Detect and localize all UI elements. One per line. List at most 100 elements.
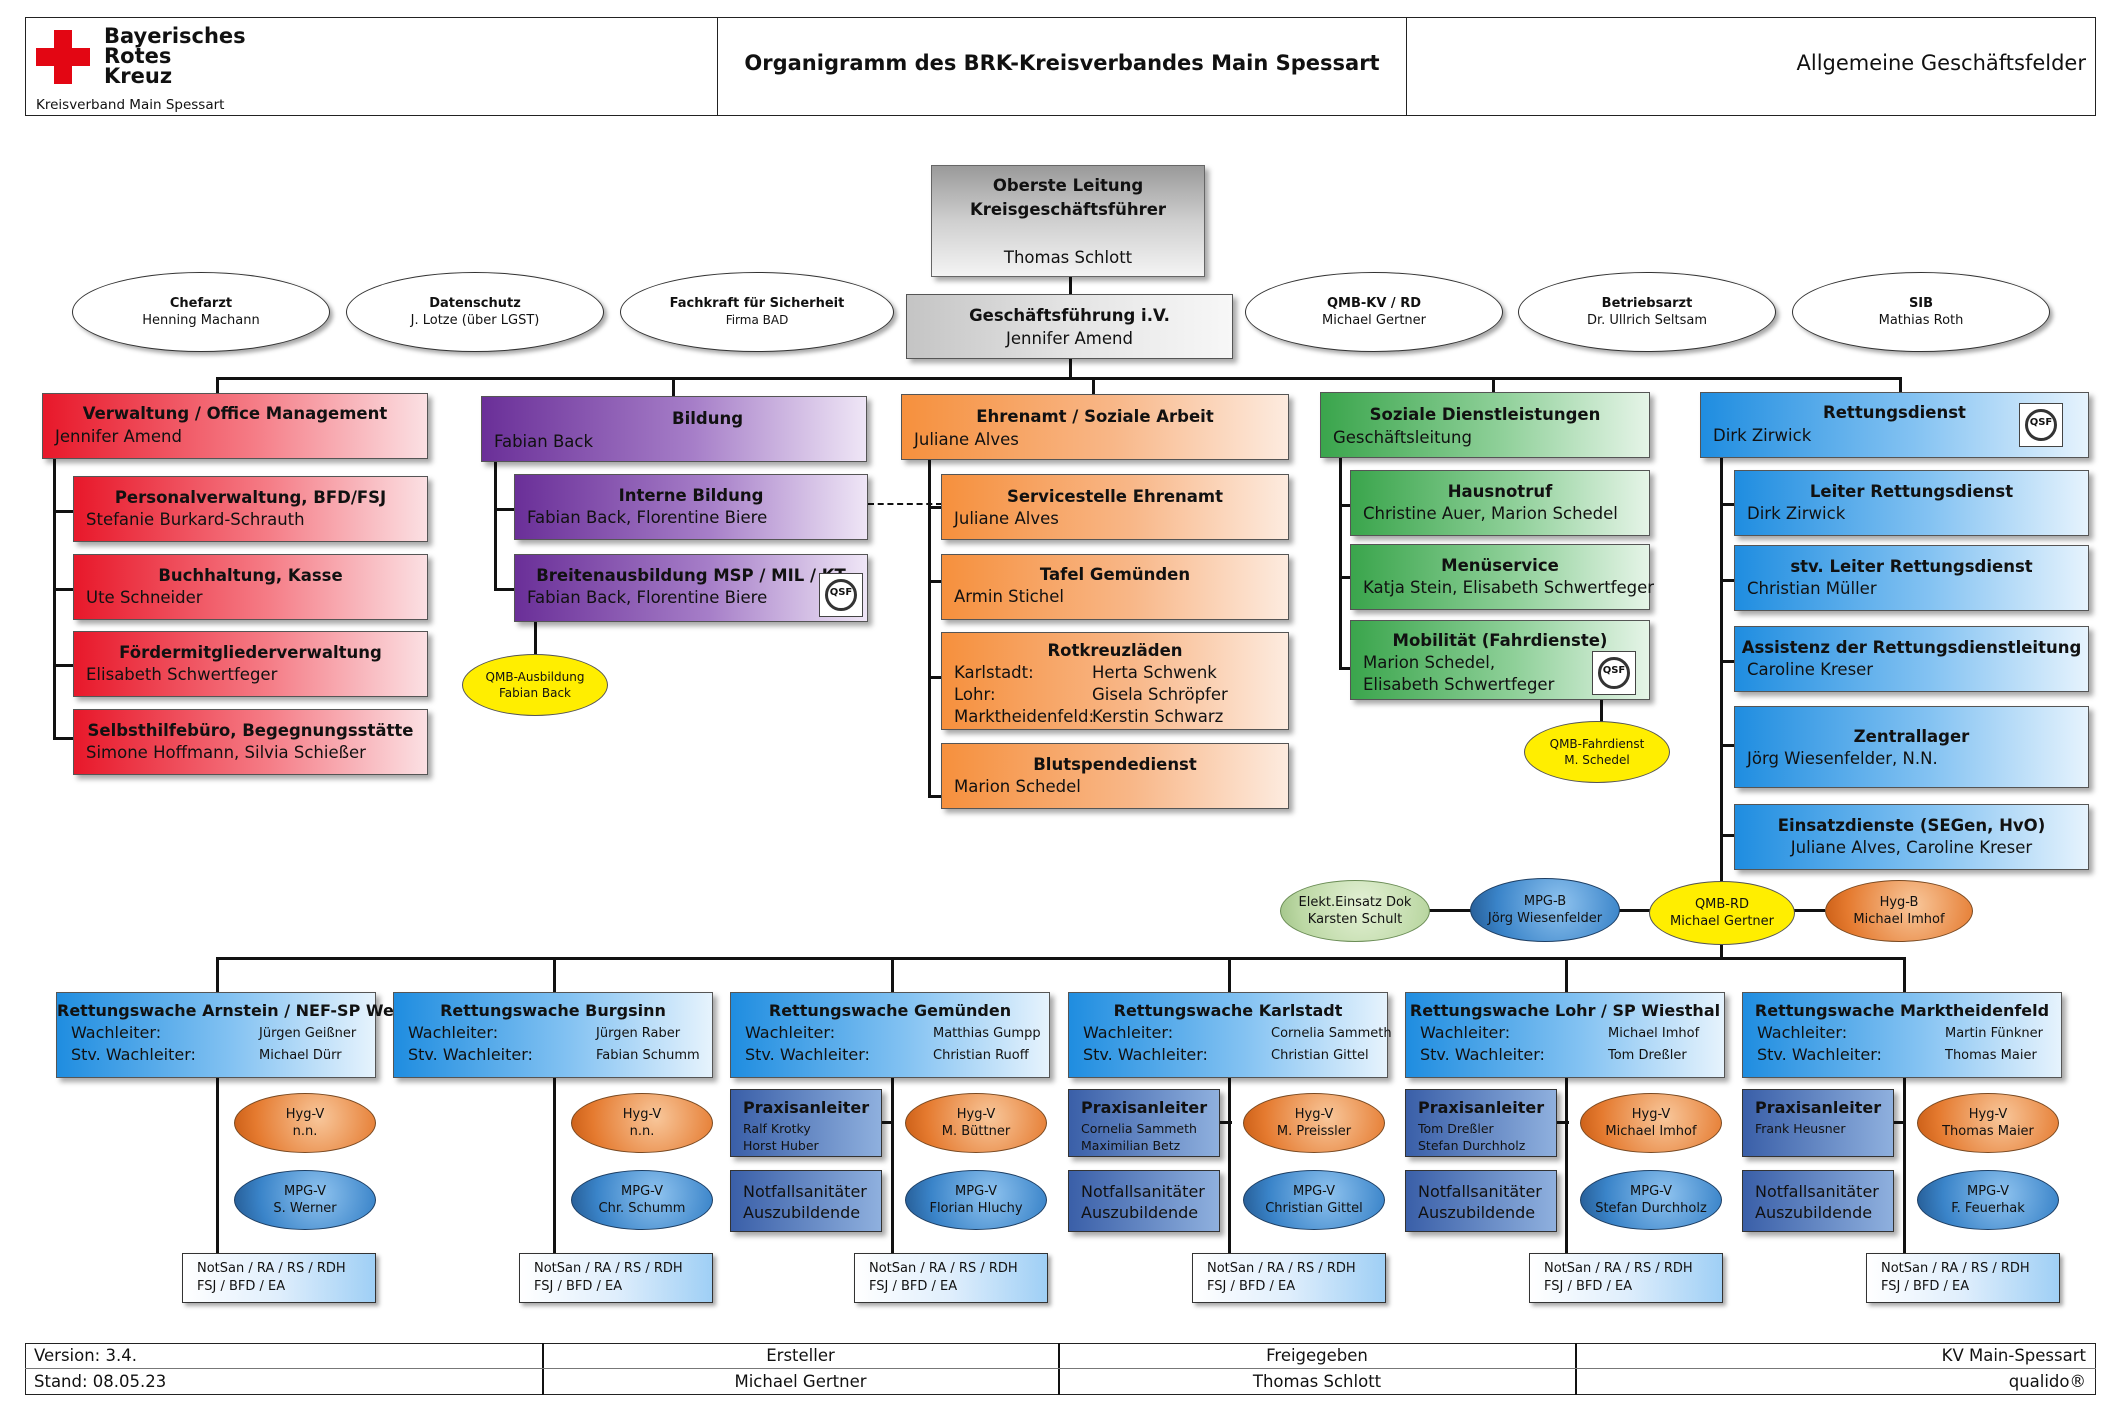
staff-box-line1: NotSan / RA / RS / RDH xyxy=(534,1261,683,1276)
laeden-title: Rotkreuzläden xyxy=(1047,641,1183,660)
wache-hyg-title: Hyg-V xyxy=(1631,1107,1671,1122)
praxisanleiter-name2: Maximilian Betz xyxy=(1081,1138,1181,1153)
line-rett-b2 xyxy=(1720,579,1734,582)
line-pa-link xyxy=(1557,1121,1569,1124)
qsf-logo-text: QSF xyxy=(2029,417,2053,428)
staff-name-4: Dr. Ullrich Seltsam xyxy=(1586,313,1707,328)
wache-stv-name: Thomas Maier xyxy=(1945,1048,2037,1063)
rett-item-title-3: Zentrallager xyxy=(1853,727,1970,746)
line-drop-bild xyxy=(672,377,675,397)
laeden-name-1: Gisela Schröpfer xyxy=(1092,685,1228,704)
staff-title-4: Betriebsarzt xyxy=(1601,296,1693,311)
line-soz-qmb xyxy=(1600,699,1603,729)
staff-box-line2: FSJ / BFD / EA xyxy=(534,1279,623,1294)
ehr-item-title-0: Servicestelle Ehrenamt xyxy=(1006,487,1224,506)
box-oberste-leitung: Oberste Leitung Kreisgeschäftsführer Tho… xyxy=(931,165,1205,277)
rett-item-name-2: Caroline Kreser xyxy=(1747,660,1874,679)
wache-mpg-name: Florian Hluchy xyxy=(929,1201,1023,1216)
box-rettungsdienst: Rettungsdienst Dirk Zirwick QSF xyxy=(1700,392,2089,458)
footer-hline xyxy=(25,1368,2096,1369)
oberste-leitung-name: Thomas Schlott xyxy=(1003,248,1133,267)
ehr-item-title-2: Blutspendedienst xyxy=(1033,755,1197,774)
wache-wl-name: Martin Fünkner xyxy=(1945,1026,2043,1041)
wache-stv-name: Fabian Schumm xyxy=(596,1048,700,1063)
wache-stv-name: Michael Dürr xyxy=(259,1048,342,1063)
staff-title-1: Datenschutz xyxy=(429,296,521,311)
box-verw-item-1: Buchhaltung, Kasse Ute Schneider xyxy=(73,554,428,620)
qsf-logo-text: QSF xyxy=(1602,665,1626,676)
line-wache-trunk-2 xyxy=(891,1078,894,1254)
rett-item-name-1: Christian Müller xyxy=(1747,579,1877,598)
line-verw-b2 xyxy=(53,588,74,591)
line-verw-trunk xyxy=(53,458,56,740)
staff-name-1: J. Lotze (über LGST) xyxy=(410,313,540,328)
box-verwaltung: Verwaltung / Office Management Jennifer … xyxy=(42,393,428,459)
verw-item-name-2: Elisabeth Schwertfeger xyxy=(86,665,278,684)
verw-item-name-3: Simone Hoffmann, Silvia Schießer xyxy=(86,743,366,762)
praxisanleiter-label: Praxisanleiter xyxy=(1755,1098,1882,1117)
wache-hyg-title: Hyg-V xyxy=(622,1107,662,1122)
line-ehr-b4 xyxy=(928,795,942,798)
box-rett-item-3: Zentrallager Jörg Wiesenfelder, N.N. xyxy=(1734,706,2089,788)
line-gf-v xyxy=(1069,358,1072,380)
gf-name: Jennifer Amend xyxy=(1006,329,1133,348)
box-rett-item-1: stv. Leiter Rettungsdienst Christian Mül… xyxy=(1734,545,2089,611)
header-right-cell xyxy=(1406,17,2096,116)
rett-item-name-0: Dirk Zirwick xyxy=(1747,504,1846,523)
staff-ellipse-0: Chefarzt Henning Machann xyxy=(72,272,330,352)
soziale-title: Soziale Dienstleistungen xyxy=(1369,405,1601,424)
staff-ellipse-1: Datenschutz J. Lotze (über LGST) xyxy=(346,272,604,352)
line-soz-b1 xyxy=(1339,504,1351,507)
verw-item-title-1: Buchhaltung, Kasse xyxy=(158,566,343,585)
staff-box-line1: NotSan / RA / RS / RDH xyxy=(1544,1261,1693,1276)
page-title: Organigramm des BRK-Kreisverbandes Main … xyxy=(744,51,1380,75)
staff-box-line1: NotSan / RA / RS / RDH xyxy=(1207,1261,1356,1276)
praxisanleiter-name1: Cornelia Sammeth xyxy=(1081,1121,1197,1136)
line-wache-drop-5 xyxy=(1903,957,1906,992)
wache-wl-label: Wachleiter: xyxy=(408,1023,499,1042)
wache-mpg-name: F. Feuerhak xyxy=(1951,1201,2025,1216)
line-wache-drop-2 xyxy=(891,957,894,992)
line-ehr-trunk xyxy=(928,458,931,798)
mobil-name2: Elisabeth Schwertfeger xyxy=(1363,675,1555,694)
line-pa-link xyxy=(1894,1121,1906,1124)
wache-mpg-name: Christian Gittel xyxy=(1265,1201,1363,1216)
wache-stv-label: Stv. Wachleiter: xyxy=(408,1045,533,1064)
line-bild-ehr-dotted xyxy=(868,503,942,505)
wache-title: Rettungswache Karlstadt xyxy=(1113,1001,1343,1020)
wache-mpg-name: Chr. Schumm xyxy=(598,1201,686,1216)
staff-box-line2: FSJ / BFD / EA xyxy=(1207,1279,1296,1294)
staff-box-line2: FSJ / BFD / EA xyxy=(869,1279,958,1294)
line-pa-link xyxy=(1220,1121,1232,1124)
wache-staff-box-1: NotSan / RA / RS / RDH FSJ / BFD / EA xyxy=(519,1253,713,1303)
staff-name-3: Michael Gertner xyxy=(1321,313,1427,328)
praxisanleiter-name1: Ralf Krotky xyxy=(743,1121,811,1136)
wache-wl-label: Wachleiter: xyxy=(1757,1023,1848,1042)
verwaltung-name: Jennifer Amend xyxy=(55,427,182,446)
role-name-3: Michael Imhof xyxy=(1853,912,1945,927)
box-rett-item-2: Assistenz der Rettungsdienstleitung Caro… xyxy=(1734,626,2089,692)
box-soz-item-0: Hausnotruf Christine Auer, Marion Schede… xyxy=(1350,470,1650,536)
qmb-fahrdienst-title: QMB-Fahrdienst xyxy=(1549,737,1645,751)
wache-title: Rettungswache Arnstein / NEF-SP Werneck xyxy=(57,1001,445,1020)
wache-mpg-title: MPG-V xyxy=(1630,1184,1672,1199)
rett-item-name-4: Juliane Alves, Caroline Kreser xyxy=(1790,838,2033,857)
wache-title: Rettungswache Burgsinn xyxy=(440,1001,666,1020)
praxisanleiter-label: Praxisanleiter xyxy=(1081,1098,1208,1117)
mobil-title: Mobilität (Fahrdienste) xyxy=(1392,631,1608,650)
rett-item-name-3: Jörg Wiesenfelder, N.N. xyxy=(1747,749,1938,768)
line-top-v xyxy=(1069,270,1072,294)
bildung-title: Bildung xyxy=(672,409,744,428)
line-wache-drop-4 xyxy=(1565,957,1568,992)
staff-ellipse-4: Betriebsarzt Dr. Ullrich Seltsam xyxy=(1518,272,1776,352)
